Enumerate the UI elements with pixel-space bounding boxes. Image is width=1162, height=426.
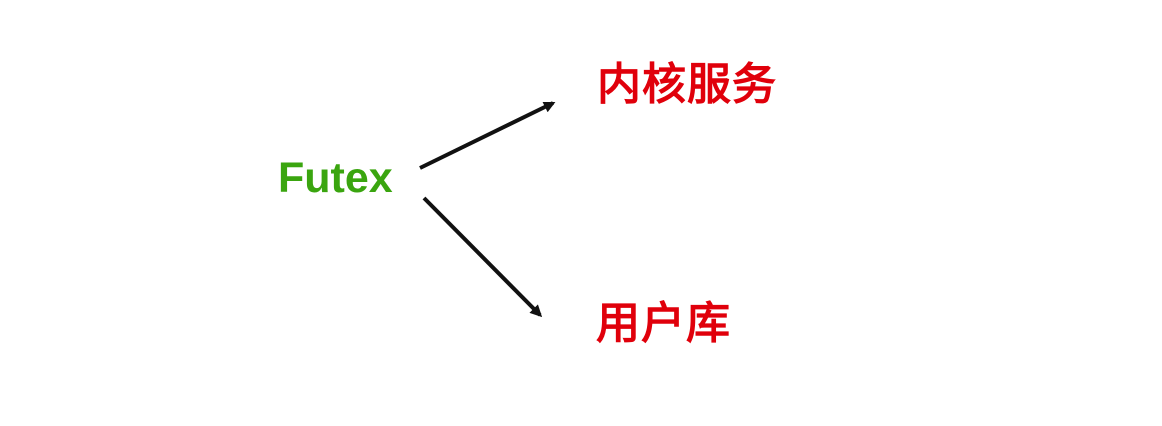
arrow-to-user-library — [422, 196, 543, 318]
source-node-futex: Futex — [278, 154, 393, 202]
arrow-to-kernel-service — [419, 101, 556, 170]
target-node-user-library: 用户库 — [596, 298, 731, 349]
target-node-kernel-service: 内核服务 — [597, 59, 777, 110]
